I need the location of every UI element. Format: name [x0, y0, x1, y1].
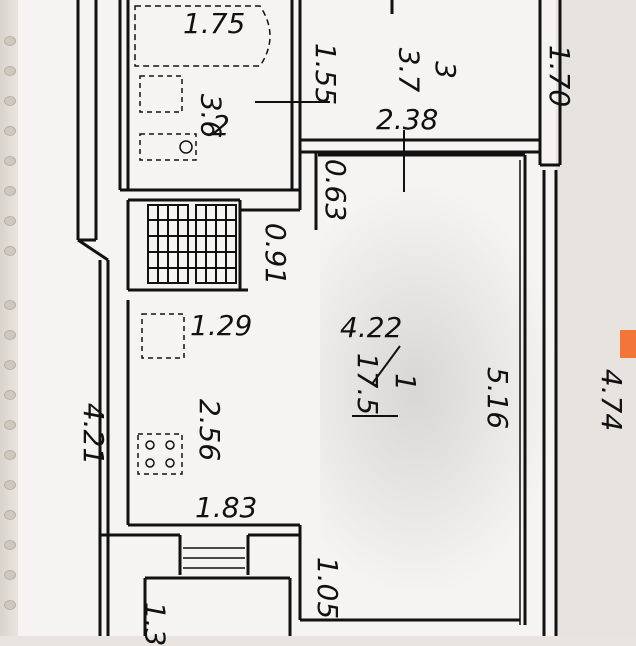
binder-hole [4, 66, 16, 76]
door-gap-label: 0.63 [319, 158, 353, 222]
room3-area: 3.7 [392, 47, 426, 93]
binder-hole [4, 450, 16, 460]
binder-hole [4, 390, 16, 400]
stove-burner [145, 458, 155, 468]
shower-trays [147, 204, 237, 284]
kitchen-sink-outline [141, 313, 185, 359]
wall [77, 238, 109, 262]
binder-hole [4, 156, 16, 166]
bathroom-number: 2 [212, 109, 230, 142]
stove-burner [165, 440, 175, 450]
toilet-outline [139, 133, 197, 161]
right-room-dimension: 4.74 [595, 368, 629, 432]
entry-depth-label: 1.05 [311, 556, 345, 620]
corridor-width-label: 0.91 [259, 222, 293, 286]
binder-hole [4, 216, 16, 226]
binder-hole [4, 510, 16, 520]
stove-outline [137, 433, 183, 475]
binder-hole [4, 480, 16, 490]
bottom-dimension: 1.3 [138, 601, 172, 646]
binder-hole [4, 420, 16, 430]
stove-burner [145, 440, 155, 450]
binder-hole [4, 540, 16, 550]
background-right [552, 0, 636, 636]
binder-hole [4, 186, 16, 196]
room3-number: 3 [428, 61, 462, 79]
bath-width-label: 1.55 [309, 42, 343, 106]
binder-hole [4, 600, 16, 610]
sink-outline [139, 75, 183, 113]
binder-hole [4, 126, 16, 136]
leader-line [371, 345, 401, 385]
binder-hole [4, 330, 16, 340]
left-dimension: 4.21 [77, 402, 111, 466]
main-room-number: 1 [388, 373, 422, 391]
kitchen-length-label: 2.56 [193, 398, 227, 462]
top-right-dimension: 1.70 [543, 44, 577, 108]
kitchen-width-label: 1.29 [190, 309, 253, 342]
binder-hole [4, 360, 16, 370]
main-room-area: 17.5 [351, 352, 385, 416]
binder-hole [4, 300, 16, 310]
stove-burner [165, 458, 175, 468]
bathtub-outline [134, 5, 271, 67]
binder-hole [4, 96, 16, 106]
binder-hole [4, 570, 16, 580]
orange-object [620, 330, 636, 358]
bathroom-area: 3.6 [194, 93, 228, 139]
entry-width-label: 1.83 [195, 491, 258, 524]
room3-width-label: 2.38 [376, 103, 439, 136]
toilet-bowl [179, 140, 193, 154]
bath-length-label: 1.75 [183, 7, 246, 40]
binder-hole [4, 246, 16, 256]
main-room-length-label: 5.16 [481, 366, 515, 430]
binder-hole [4, 36, 16, 46]
main-room-width-label: 4.22 [340, 311, 403, 344]
